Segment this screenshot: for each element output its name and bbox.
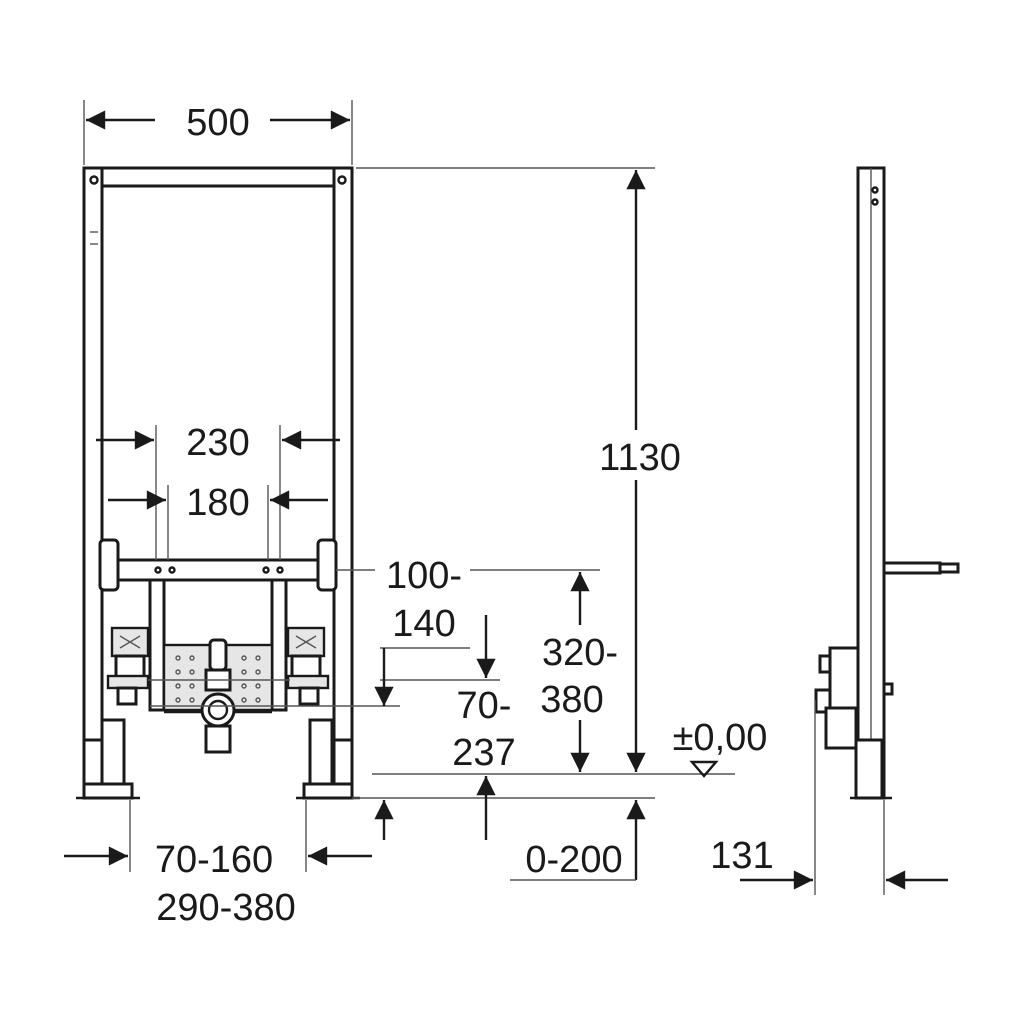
dim-drain-height: 70- 237 xyxy=(374,615,516,774)
label-height: 1130 xyxy=(599,437,681,479)
label-level: ±0,00 xyxy=(673,717,768,759)
label-frame-width: 500 xyxy=(186,102,249,144)
dim-230: 230 xyxy=(96,422,340,560)
label-supply-line2: 380 xyxy=(540,679,603,721)
dim-depth: 131 xyxy=(710,700,948,895)
dim-frame-width: 500 xyxy=(83,100,353,165)
label-foot-line2: 290-380 xyxy=(156,887,295,929)
dim-180: 180 xyxy=(108,482,328,560)
label-foot-line1: 70-160 xyxy=(155,839,273,881)
label-depth: 131 xyxy=(710,835,773,877)
dim-bracket-height: 100- 140 xyxy=(336,555,600,649)
dim-floor-adjust: 0-200 xyxy=(352,776,655,881)
left-valve xyxy=(106,626,150,706)
dim-foot-spacing: 70-160 290-380 xyxy=(64,800,372,929)
dim-height: 1130 xyxy=(356,167,681,772)
right-valve xyxy=(286,626,330,706)
dim-supply-height: 320- 380 xyxy=(540,572,618,772)
side-view xyxy=(814,166,960,800)
label-drain-line1: 70- xyxy=(457,685,512,727)
label-230: 230 xyxy=(186,422,249,464)
label-180: 180 xyxy=(186,482,249,524)
drain-fitting xyxy=(164,638,272,754)
dim-level: ±0,00 xyxy=(372,717,768,778)
label-drain-line2: 237 xyxy=(452,732,515,774)
label-bracket-line2: 140 xyxy=(392,603,455,645)
front-view-frame xyxy=(76,166,400,800)
label-supply-line1: 320- xyxy=(542,632,618,674)
label-bracket-line1: 100- xyxy=(386,555,462,597)
label-floor-adjust: 0-200 xyxy=(525,839,622,881)
